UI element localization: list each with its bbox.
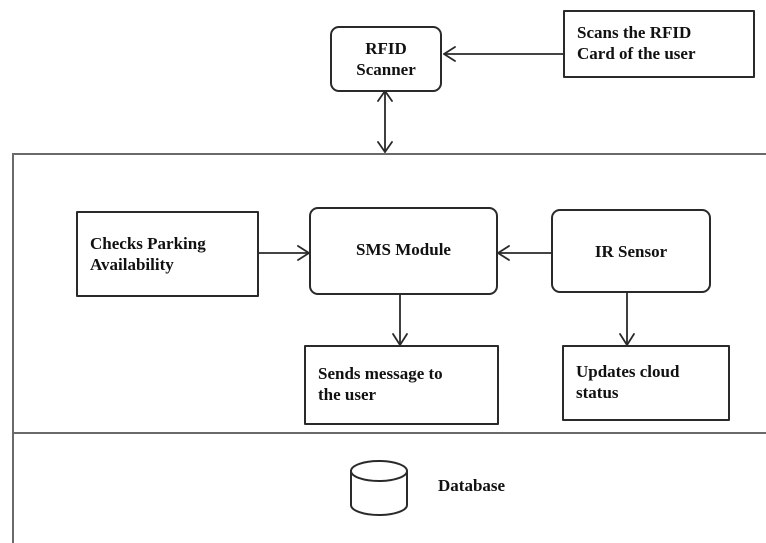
- updates-cloud-label-line1: Updates cloud: [576, 362, 680, 381]
- system-container-top-edge: [12, 153, 766, 155]
- ir-sensor-node: IR Sensor: [551, 209, 711, 293]
- sends-message-node: Sends message to the user: [304, 345, 499, 425]
- rfid-scanner-node: RFID Scanner: [330, 26, 442, 92]
- updates-cloud-label-line2: status: [576, 383, 619, 402]
- database-cylinder-icon: [350, 460, 408, 516]
- rfid-scanner-label-line2: Scanner: [356, 60, 416, 79]
- checks-parking-label-line2: Availability: [90, 255, 174, 274]
- scans-card-label-line1: Scans the RFID: [577, 23, 692, 42]
- sends-message-label-line1: Sends message to: [318, 364, 443, 383]
- database-section-divider: [12, 432, 766, 434]
- arrow-rfid-container-head-down: [377, 141, 393, 153]
- arrow-ir-to-sms-head: [497, 245, 510, 261]
- checks-parking-node: Checks Parking Availability: [76, 211, 259, 297]
- sms-module-node: SMS Module: [309, 207, 498, 295]
- scans-card-label-line2: Card of the user: [577, 44, 696, 63]
- sms-module-label: SMS Module: [356, 240, 451, 259]
- arrow-scans-to-rfid-head: [443, 46, 456, 62]
- scans-card-node: Scans the RFID Card of the user: [563, 10, 755, 78]
- database-label: Database: [438, 476, 506, 495]
- updates-cloud-node: Updates cloud status: [562, 345, 730, 421]
- checks-parking-label-line1: Checks Parking: [90, 234, 206, 253]
- system-container-left-edge: [12, 153, 14, 543]
- ir-sensor-label: IR Sensor: [594, 242, 668, 261]
- sends-message-label-line2: the user: [318, 385, 377, 404]
- rfid-scanner-label-line1: RFID: [365, 39, 407, 58]
